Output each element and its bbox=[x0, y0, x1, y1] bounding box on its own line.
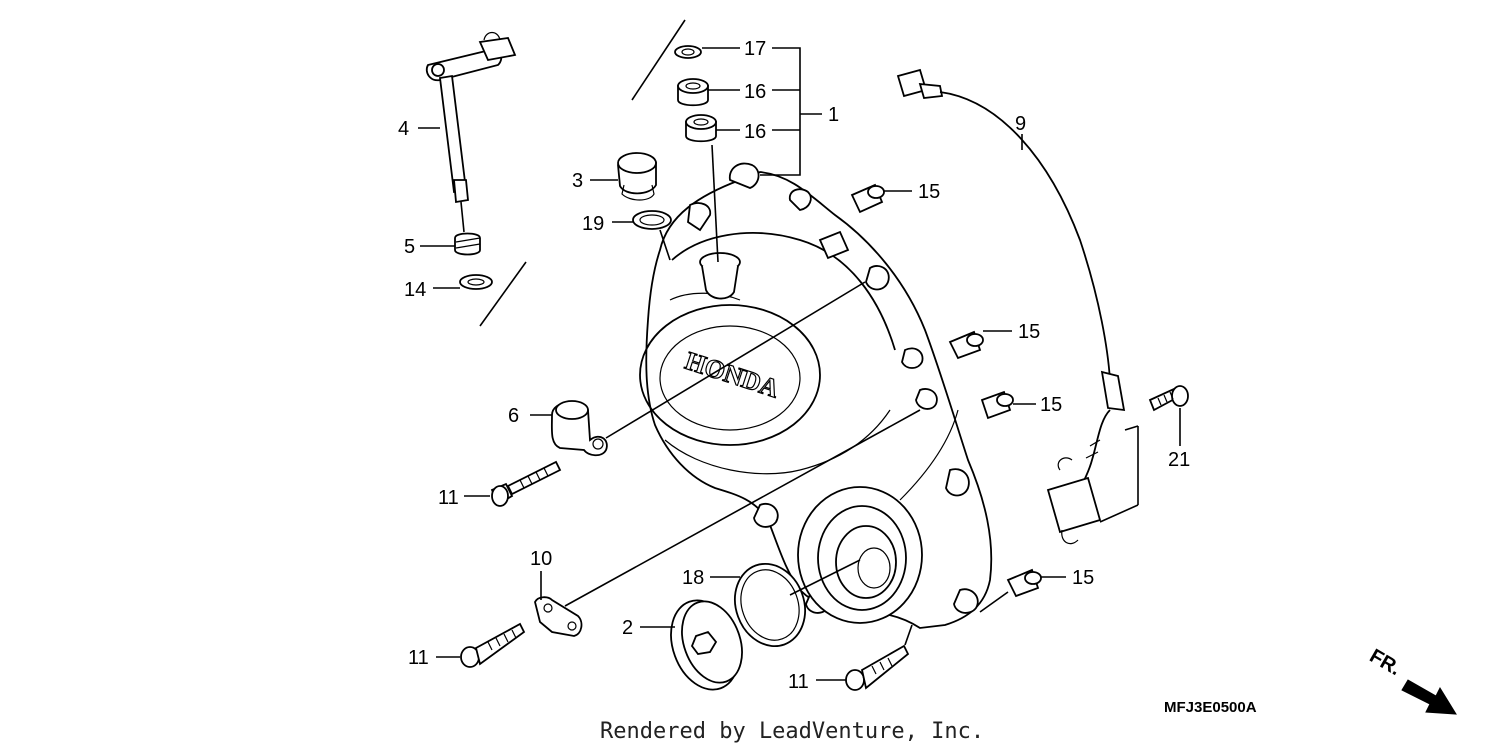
label-part-5[interactable]: 5 bbox=[404, 236, 415, 258]
label-part-10[interactable]: 10 bbox=[530, 548, 552, 570]
bearing-stack bbox=[631, 19, 719, 263]
oil-filler-cap bbox=[617, 152, 672, 261]
rendered-by-credit: Rendered by LeadVenture, Inc. bbox=[600, 719, 984, 744]
label-part-16-lower[interactable]: 16 bbox=[744, 121, 766, 143]
flange-bolt-lower-left bbox=[460, 622, 526, 668]
front-label: FR. bbox=[1366, 645, 1405, 680]
label-part-3[interactable]: 3 bbox=[572, 170, 583, 192]
label-part-14[interactable]: 14 bbox=[404, 279, 426, 301]
label-part-16-upper[interactable]: 16 bbox=[744, 81, 766, 103]
part-labels: 17 16 16 1 3 19 4 5 14 6 11 10 11 18 2 1… bbox=[398, 38, 1190, 693]
label-part-6[interactable]: 6 bbox=[508, 405, 519, 427]
cable-clamp bbox=[550, 281, 866, 457]
cover-plug bbox=[670, 599, 743, 691]
diagram-code: MFJ3E0500A bbox=[1164, 699, 1257, 716]
label-part-15-b[interactable]: 15 bbox=[1018, 321, 1040, 343]
switch-harness bbox=[896, 68, 1189, 545]
label-part-15-d[interactable]: 15 bbox=[1072, 567, 1094, 589]
label-part-11-left[interactable]: 11 bbox=[408, 647, 429, 669]
label-part-15-c[interactable]: 15 bbox=[1040, 394, 1062, 416]
right-crankcase-cover: HONDA bbox=[639, 162, 993, 629]
front-direction-indicator: FR. bbox=[1366, 645, 1457, 715]
flange-bolt-upper bbox=[490, 460, 562, 507]
clutch-lifter-shaft bbox=[425, 31, 527, 327]
label-part-17[interactable]: 17 bbox=[744, 38, 766, 60]
label-part-11-right[interactable]: 11 bbox=[788, 671, 809, 693]
label-part-19[interactable]: 19 bbox=[582, 213, 604, 235]
label-part-15-a[interactable]: 15 bbox=[918, 181, 940, 203]
label-part-1[interactable]: 1 bbox=[828, 104, 839, 126]
label-part-9[interactable]: 9 bbox=[1015, 113, 1026, 135]
label-part-4[interactable]: 4 bbox=[398, 118, 409, 140]
o-ring bbox=[734, 559, 861, 648]
direction-arrow-icon bbox=[1401, 679, 1457, 715]
label-part-11-upper[interactable]: 11 bbox=[438, 487, 459, 509]
label-part-18[interactable]: 18 bbox=[682, 567, 704, 589]
leader-lines bbox=[418, 47, 1181, 681]
flange-bolt-lower-right bbox=[845, 624, 913, 691]
label-part-21[interactable]: 21 bbox=[1168, 449, 1190, 471]
label-part-2[interactable]: 2 bbox=[622, 617, 633, 639]
dowel-pins bbox=[850, 183, 1042, 613]
